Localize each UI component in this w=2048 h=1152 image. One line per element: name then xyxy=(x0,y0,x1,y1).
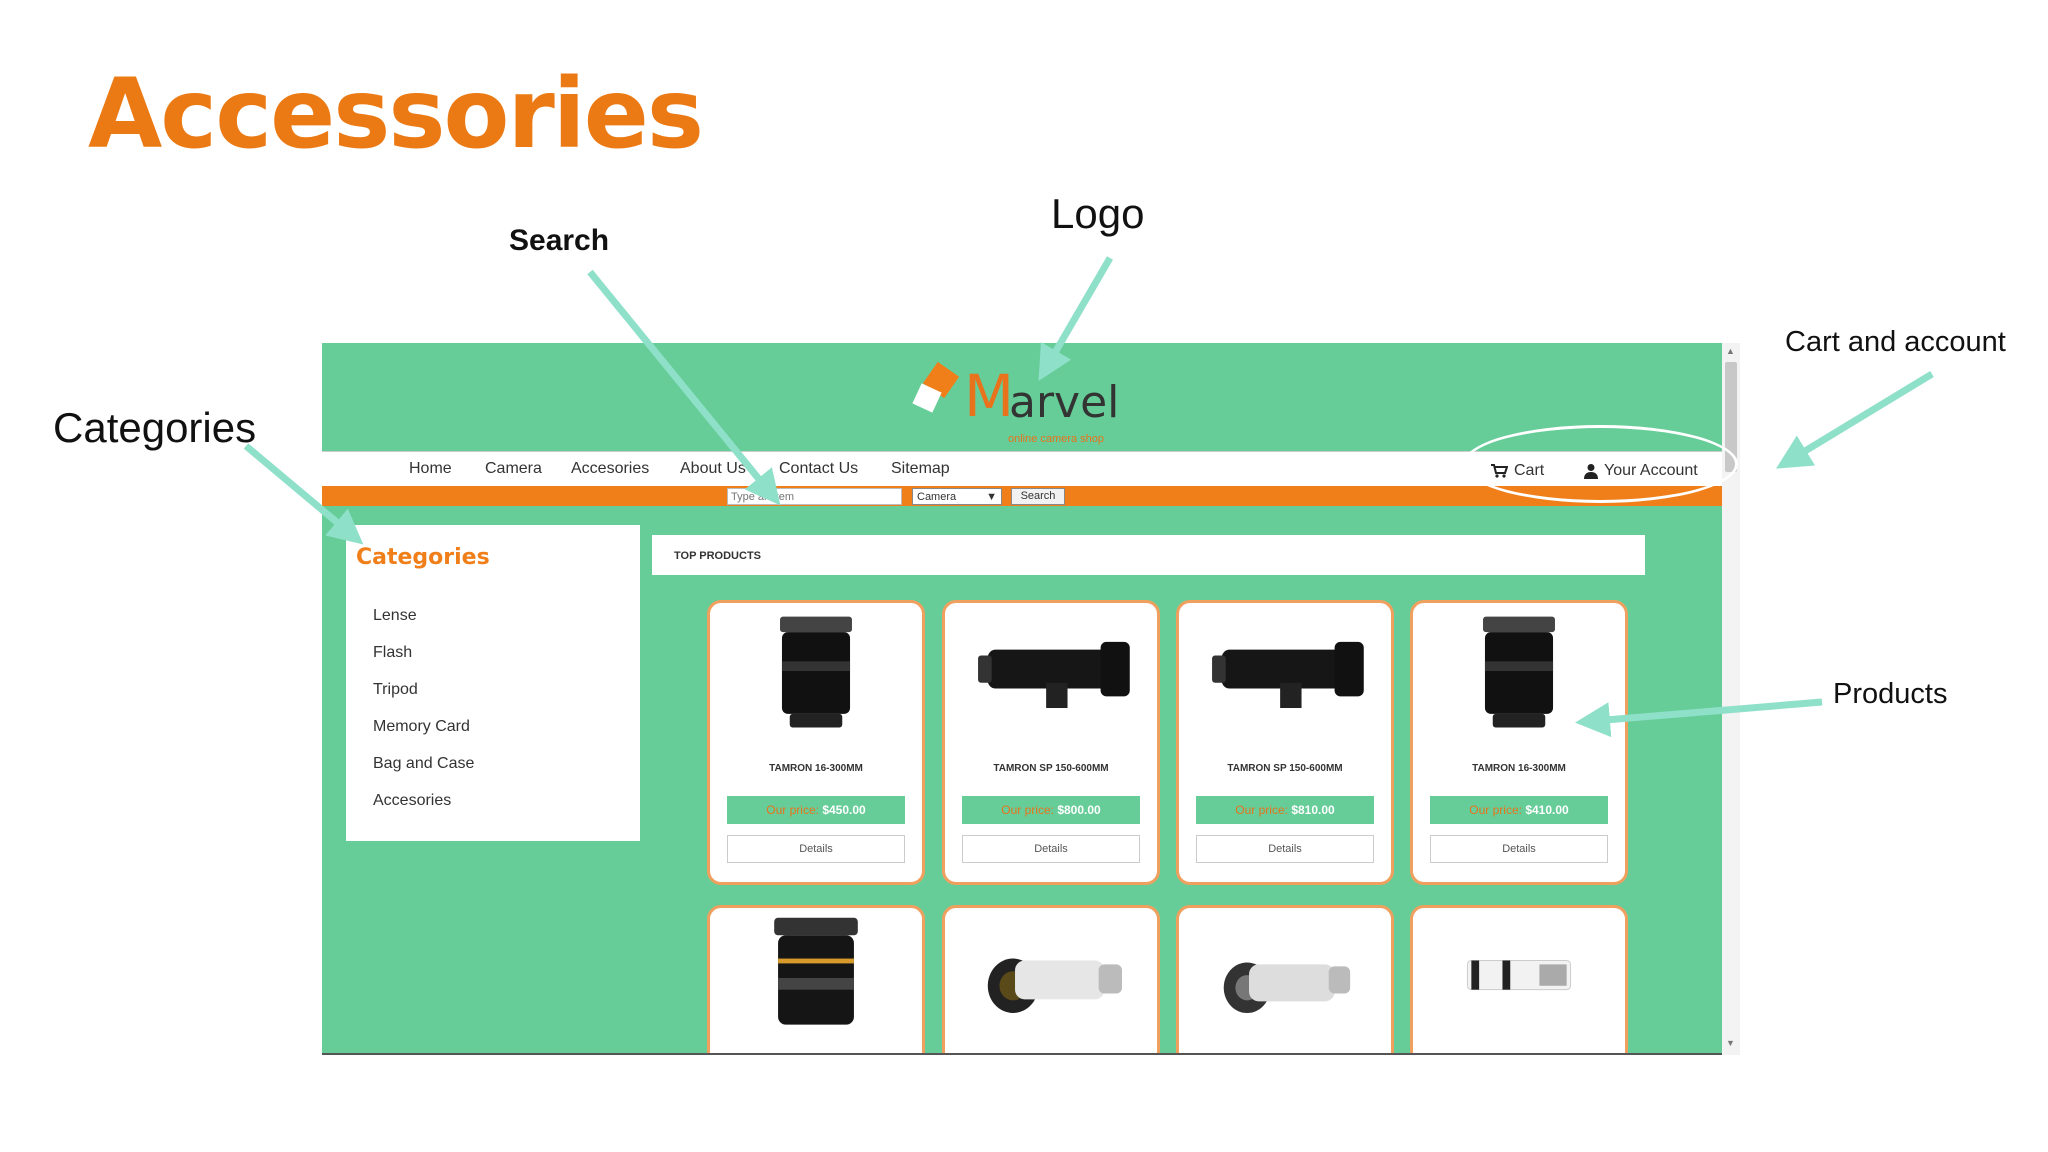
product-card[interactable] xyxy=(1176,905,1394,1053)
nav-contact-us[interactable]: Contact Us xyxy=(779,460,859,477)
dropdown-arrow-icon: ▼ xyxy=(986,490,997,503)
nav-accesories[interactable]: Accesories xyxy=(571,460,650,477)
product-price: Our price: $450.00 xyxy=(727,796,905,824)
nav-camera[interactable]: Camera xyxy=(485,460,542,477)
logo-wordmark: arvel xyxy=(1009,377,1120,428)
top-products-title: TOP PRODUCTS xyxy=(674,550,761,562)
details-button[interactable]: Details xyxy=(727,835,905,863)
slide-title: Accessories xyxy=(88,58,704,170)
price-value: $800.00 xyxy=(1057,803,1101,817)
search-category-value: Camera xyxy=(917,490,957,503)
logo-tagline: online camera shop xyxy=(1008,433,1105,445)
cart-account-arrow xyxy=(1776,371,1934,469)
category-item[interactable]: Tripod xyxy=(373,681,418,698)
category-item[interactable]: Lense xyxy=(373,607,417,624)
scrollbar-thumb[interactable] xyxy=(1725,362,1737,472)
scroll-up-arrow-icon[interactable]: ▲ xyxy=(1726,346,1735,356)
search-input[interactable] xyxy=(727,488,902,505)
product-card[interactable] xyxy=(707,905,925,1053)
product-card[interactable]: TAMRON 16-300MM Our price: $450.00 Detai… xyxy=(707,600,925,885)
category-item[interactable]: Accesories xyxy=(373,792,452,809)
white-telephoto-lens-image xyxy=(987,958,1122,1014)
product-card[interactable]: TAMRON 16-300MM Our price: $410.00 Detai… xyxy=(1410,600,1628,885)
callout-search: Search xyxy=(509,224,610,257)
categories-title: Categories xyxy=(356,545,490,570)
price-label: Our price: xyxy=(1001,803,1054,817)
price-label: Our price: xyxy=(1235,803,1288,817)
categories-panel: Categories Lense Flash Tripod Memory Car… xyxy=(346,525,640,841)
callout-cart-account: Cart and account xyxy=(1785,326,2006,358)
price-value: $450.00 xyxy=(822,803,866,817)
telephoto-lens-image xyxy=(1212,641,1364,709)
white-telephoto-lens-image xyxy=(1223,962,1351,1014)
nav-about-us[interactable]: About Us xyxy=(680,460,746,477)
price-label: Our price: xyxy=(766,803,819,817)
camera-lens-image xyxy=(1483,616,1555,728)
callout-products: Products xyxy=(1833,678,1948,710)
nav-home[interactable]: Home xyxy=(409,460,452,477)
product-name: TAMRON 16-300MM xyxy=(769,763,863,774)
white-zoom-lens-image xyxy=(1466,960,1572,991)
product-name: TAMRON SP 150-600MM xyxy=(993,763,1109,774)
product-name: TAMRON 16-300MM xyxy=(1472,763,1566,774)
product-price: Our price: $810.00 xyxy=(1196,796,1374,824)
details-button[interactable]: Details xyxy=(962,835,1140,863)
category-item[interactable]: Bag and Case xyxy=(373,755,475,772)
product-price: Our price: $410.00 xyxy=(1430,796,1608,824)
product-name: TAMRON SP 150-600MM xyxy=(1227,763,1343,774)
product-card[interactable]: TAMRON SP 150-600MM Our price: $800.00 D… xyxy=(942,600,1160,885)
product-price: Our price: $800.00 xyxy=(962,796,1140,824)
price-value: $810.00 xyxy=(1291,803,1335,817)
telephoto-lens-image xyxy=(978,641,1130,709)
callout-logo: Logo xyxy=(1051,190,1145,237)
search-category-select[interactable]: Camera ▼ xyxy=(912,488,1002,505)
product-card[interactable]: TAMRON SP 150-600MM Our price: $810.00 D… xyxy=(1176,600,1394,885)
price-label: Our price: xyxy=(1469,803,1522,817)
cart-account-highlight-oval xyxy=(1463,425,1738,503)
product-card[interactable] xyxy=(942,905,1160,1053)
product-card[interactable] xyxy=(1410,905,1628,1053)
scroll-down-arrow-icon[interactable]: ▼ xyxy=(1726,1038,1735,1048)
zoom-lens-image xyxy=(774,917,858,1025)
callout-categories: Categories xyxy=(53,404,257,451)
camera-lens-image xyxy=(780,616,852,728)
details-button[interactable]: Details xyxy=(1196,835,1374,863)
details-button[interactable]: Details xyxy=(1430,835,1608,863)
price-value: $410.00 xyxy=(1525,803,1569,817)
logo-first-letter: M xyxy=(964,362,1015,430)
top-products-header: TOP PRODUCTS xyxy=(652,535,1645,575)
category-item[interactable]: Memory Card xyxy=(373,718,470,735)
site-logo[interactable]: M arvel online camera shop xyxy=(912,351,1174,451)
nav-sitemap[interactable]: Sitemap xyxy=(891,460,950,477)
search-button[interactable]: Search xyxy=(1011,488,1065,505)
category-item[interactable]: Flash xyxy=(373,644,413,661)
